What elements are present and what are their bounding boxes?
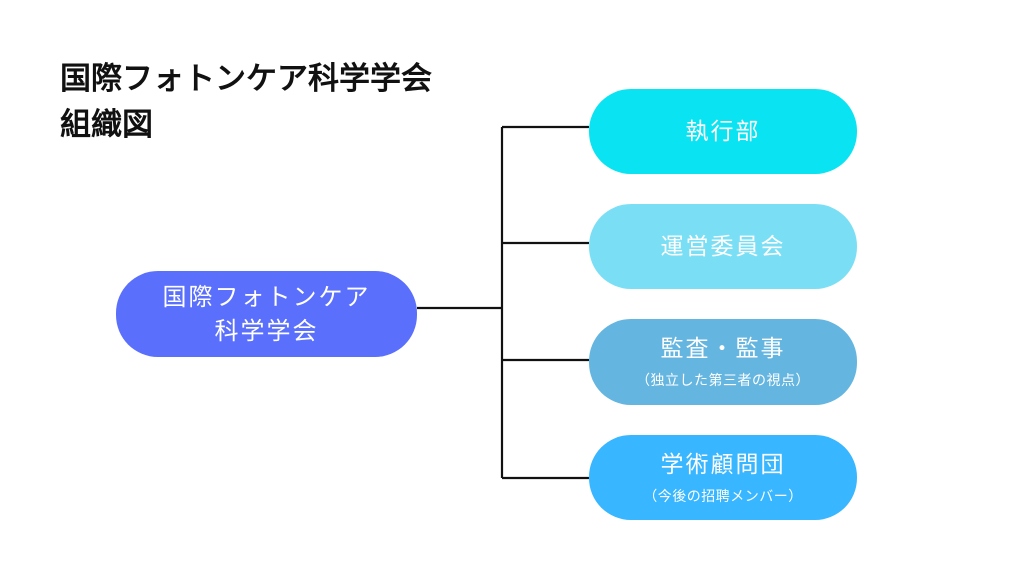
- node-root-line2: 科学学会: [214, 317, 319, 345]
- node-root-organization: 国際フォトンケア 科学学会: [116, 271, 417, 357]
- node-audit-label: 監査・監事: [660, 336, 786, 362]
- node-executive-board-label: 執行部: [685, 118, 761, 145]
- node-advisory-board-label: 学術顧問団: [660, 451, 786, 478]
- node-audit-sublabel: （独立した第三者の視点）: [636, 373, 810, 389]
- node-advisory-board-sublabel: （今後の招聘メンバー）: [643, 488, 803, 505]
- chart-title-line2: 組織図: [60, 107, 153, 143]
- node-executive-board: 執行部: [589, 89, 857, 174]
- node-root-line1: 国際フォトンケア: [162, 283, 371, 311]
- node-steering-committee: 運営委員会: [589, 204, 857, 289]
- chart-title: 国際フォトンケア科学学会 組織図: [60, 56, 432, 148]
- node-advisory-board: 学術顧問団 （今後の招聘メンバー）: [589, 435, 857, 520]
- node-audit: 監査・監事 （独立した第三者の視点）: [589, 319, 857, 405]
- chart-title-line1: 国際フォトンケア科学学会: [60, 61, 432, 97]
- node-steering-committee-label: 運営委員会: [660, 233, 786, 260]
